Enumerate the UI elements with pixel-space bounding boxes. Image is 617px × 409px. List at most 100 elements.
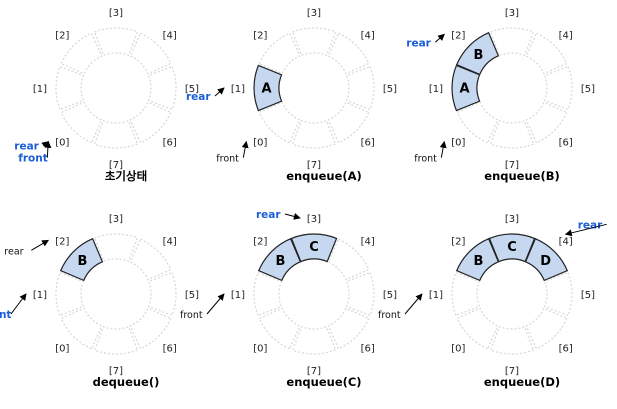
- index-label: [7]: [307, 366, 321, 377]
- queue-slot-empty: [60, 101, 103, 144]
- queue-slot-empty: [345, 65, 375, 111]
- index-label: [1]: [33, 84, 47, 95]
- queue-slot-empty: [147, 65, 177, 111]
- panel-caption: dequeue(): [93, 375, 160, 389]
- queue-slot-filled: [455, 237, 500, 282]
- queue-slot-filled: [59, 237, 104, 282]
- index-label: [7]: [505, 160, 519, 171]
- index-label: [2]: [253, 30, 267, 41]
- index-label: [0]: [451, 344, 465, 355]
- queue-slot-filled: [451, 64, 481, 112]
- queue-slot-empty: [93, 325, 139, 355]
- index-label: [4]: [361, 30, 375, 41]
- index-label: [3]: [109, 8, 123, 19]
- queue-slot-filled: [257, 237, 302, 282]
- rear-pointer-label: rear: [14, 141, 39, 153]
- index-label: [2]: [451, 236, 465, 247]
- panel-caption: 초기상태: [105, 169, 147, 183]
- queue-slot-empty: [291, 119, 337, 149]
- queue-slot-empty: [129, 238, 172, 281]
- index-label: [3]: [307, 214, 321, 225]
- queue-slot-empty: [60, 307, 103, 350]
- front-pointer-arrow: [206, 293, 225, 315]
- queue-slot-empty: [345, 271, 375, 317]
- rear-pointer-arrow: [31, 239, 50, 251]
- index-label: [0]: [253, 344, 267, 355]
- rear-pointer-label: rear: [4, 246, 23, 257]
- index-label: [3]: [505, 8, 519, 19]
- index-label: [1]: [429, 84, 443, 95]
- index-label: [4]: [559, 30, 573, 41]
- index-label: [1]: [231, 84, 245, 95]
- index-label: [5]: [185, 84, 199, 95]
- slot-value-label: A: [261, 82, 271, 97]
- queue-slot-empty: [525, 32, 568, 75]
- index-label: [6]: [559, 138, 573, 149]
- queue-slot-empty: [258, 101, 301, 144]
- queue-slot-empty: [291, 27, 337, 57]
- queue-slot-empty: [147, 271, 177, 317]
- queue-slot-empty: [258, 32, 301, 75]
- index-label: [5]: [383, 84, 397, 95]
- queue-slot-filled: [290, 233, 338, 263]
- slot-value-label: C: [507, 240, 517, 255]
- index-label: [5]: [581, 290, 595, 301]
- slot-value-label: B: [275, 254, 285, 269]
- index-label: [5]: [185, 290, 199, 301]
- queue-slot-empty: [489, 325, 535, 355]
- queue-slot-empty: [60, 32, 103, 75]
- queue-slot-empty: [258, 307, 301, 350]
- front-pointer-arrow: [241, 140, 249, 158]
- front-pointer-arrow: [44, 140, 52, 158]
- index-label: [3]: [307, 8, 321, 19]
- queue-slot-empty: [55, 271, 85, 317]
- queue-slot-empty: [327, 307, 370, 350]
- queue-slot-empty: [543, 65, 573, 111]
- queue-slot-empty: [489, 27, 535, 57]
- front-pointer-label: front: [18, 153, 47, 165]
- queue-slot-empty: [129, 32, 172, 75]
- index-label: [2]: [55, 236, 69, 247]
- rear-pointer-label: rear: [406, 37, 431, 49]
- queue-slot-empty: [456, 307, 499, 350]
- queue-slot-empty: [253, 271, 283, 317]
- index-label: [4]: [163, 236, 177, 247]
- queue-slot-empty: [93, 119, 139, 149]
- queue-panel: BCD[0][1][2][3][4][5][6][7]rearfrontenqu…: [378, 214, 607, 389]
- queue-slot-empty: [451, 271, 481, 317]
- rear-pointer-label: rear: [578, 219, 603, 231]
- queue-panel: BC[0][1][2][3][4][5][6][7]rearfrontenque…: [180, 209, 397, 389]
- index-label: [1]: [429, 290, 443, 301]
- index-label: [4]: [361, 236, 375, 247]
- rear-pointer-arrow: [214, 87, 225, 97]
- front-pointer-arrow: [439, 140, 447, 158]
- panel-caption: enqueue(D): [484, 375, 560, 389]
- front-pointer-arrow: [404, 293, 423, 315]
- index-label: [1]: [33, 290, 47, 301]
- index-label: [0]: [55, 138, 69, 149]
- index-label: [5]: [383, 290, 397, 301]
- index-label: [7]: [109, 160, 123, 171]
- index-label: [4]: [163, 30, 177, 41]
- rear-pointer-arrow: [41, 141, 49, 149]
- queue-slot-empty: [55, 65, 85, 111]
- index-label: [6]: [361, 344, 375, 355]
- queue-panel: AB[0][1][2][3][4][5][6][7]rearfrontenque…: [406, 8, 595, 183]
- queue-slot-filled: [524, 237, 569, 282]
- index-label: [7]: [307, 160, 321, 171]
- rear-pointer-arrow: [284, 213, 301, 220]
- queue-slot-empty: [327, 238, 370, 281]
- slot-value-label: B: [473, 254, 483, 269]
- slot-value-label: B: [473, 48, 483, 63]
- queue-slot-empty: [327, 101, 370, 144]
- index-label: [6]: [163, 138, 177, 149]
- queue-slot-empty: [129, 307, 172, 350]
- queue-slot-empty: [93, 233, 139, 263]
- index-label: [0]: [253, 138, 267, 149]
- rear-pointer-label: rear: [186, 91, 211, 103]
- index-label: [0]: [451, 138, 465, 149]
- queue-slot-filled: [253, 64, 283, 112]
- queue-slot-empty: [327, 32, 370, 75]
- rear-pointer-arrow: [434, 33, 445, 43]
